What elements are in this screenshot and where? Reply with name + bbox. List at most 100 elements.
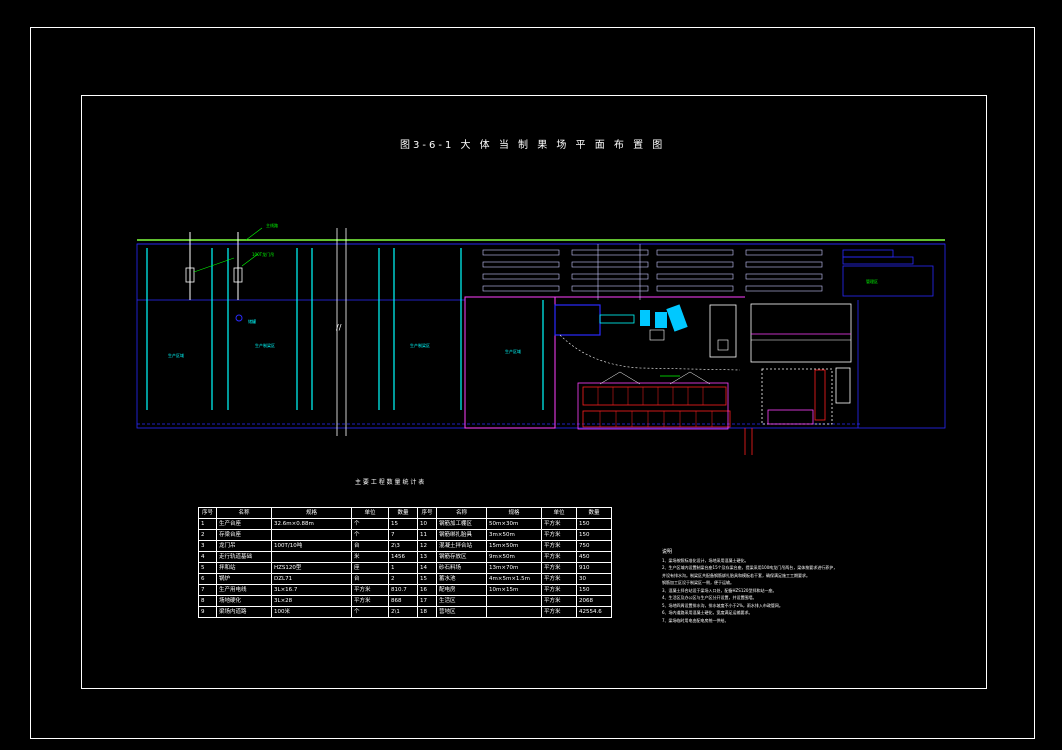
cell: 平方米 [541,595,577,607]
cell: 平方米 [541,584,577,596]
cell: 9 [198,606,217,618]
cell: 18 [417,606,437,618]
cell [486,595,542,607]
cell: 梁场内道路 [216,606,272,618]
office-label: 管理区 [866,278,878,284]
cell: 走行轨道基础 [216,551,272,563]
note-line: 2、生产区域内设置制梁台座15个及存梁台座，提梁采用100吨龙门吊两台，梁体按要… [662,565,838,570]
road-label: 主线路 [266,222,278,228]
notes-block: 说明 1、梁场按照标准化设计，场地采用混凝土硬化。 2、生产区域内设置制梁台座1… [662,549,837,624]
cell: 2\3 [388,540,418,552]
cell: 砂石料场 [436,562,487,574]
cell: 场地硬化 [216,595,272,607]
cell: 12 [417,540,437,552]
zone1-label: 生产区域 [168,352,184,358]
cell: 3L×16.7 [271,584,352,596]
cell: HZS120型 [271,562,352,574]
mixing-plant [599,304,688,341]
header-cell: 数量 [576,507,612,519]
cell: 2068 [576,595,612,607]
notes-heading: 说明 [662,549,673,555]
cell: 42554.6 [576,606,612,618]
zone2-label: 生产制梁区 [255,342,275,348]
cell: 米 [351,551,389,563]
cell: 平方米 [541,551,577,563]
cell: 平方米 [541,606,577,618]
cell: 450 [576,551,612,563]
cell: 平方米 [351,584,389,596]
note-line: 5、场地四周设置排水沟，排水坡度不小于2%，雨水排入市政管网。 [662,602,783,608]
cell: 15 [388,518,418,530]
cell: 3 [198,540,217,552]
cell: 座 [351,562,389,574]
zone4-label: 生产区域 [505,348,521,354]
header-cell: 单位 [351,507,389,519]
cell: 5 [198,562,217,574]
cell: 750 [576,540,612,552]
note-line: 并设有排水沟。制梁区共配备钢筋绑扎胎具和模板若干套，确保满足施工工期要求。 [662,572,810,578]
cell: 30 [576,573,612,585]
table-header-row: 序号 名称 规格 单位 数量 序号 名称 规格 单位 数量 [198,507,612,519]
cell: 11 [417,529,437,541]
cell: 15 [417,573,437,585]
cell: 个 [351,518,389,530]
cell: 8 [198,595,217,607]
cell: 1456 [388,551,418,563]
cell: 龙门吊 [216,540,272,552]
cell: 台 [351,540,389,552]
header-cell: 数量 [388,507,418,519]
station-label: 100T龙门吊 [252,251,274,257]
cell: 2\1 [388,606,418,618]
cell: 150 [576,529,612,541]
cell: 配电房 [436,584,487,596]
cell: 910 [576,562,612,574]
sand-yard [709,304,737,358]
cell: 9m×50m [486,551,542,563]
cell: 100米 [271,606,352,618]
cell: 生产台座 [216,518,272,530]
header-cell: 单位 [541,507,577,519]
steel-storage-racks [482,244,823,300]
drawing-title: 图3-6-1 大 体 当 制 果 场 平 面 布 置 图 [400,140,666,151]
cell: 4 [198,551,217,563]
cell: 150 [576,584,612,596]
cell: 7 [388,529,418,541]
power-room-compound [761,367,851,425]
cell [271,529,352,541]
cell: 生活区 [436,595,487,607]
cell: 3m×50m [486,529,542,541]
gantry-crane-1 [185,232,195,300]
cell: 1 [198,518,217,530]
cell: 2 [198,529,217,541]
title-block-border [81,95,987,689]
gantry-rails [146,248,544,410]
cell: 868 [388,595,418,607]
cell: 14 [417,562,437,574]
header-cell: 规格 [271,507,352,519]
cell: 50m×30m [486,518,542,530]
cell: 7 [198,584,217,596]
header-cell: 序号 [198,507,217,519]
cell: 存梁台座 [216,529,272,541]
cell: 13 [417,551,437,563]
cell: 平方米 [541,518,577,530]
cell: 拌和站 [216,562,272,574]
cell: DZL71 [271,573,352,585]
note-line: 3、混凝土拌合站设于梁场入口处，配备HZS120型拌和站一座。 [662,587,777,593]
cell: 16 [417,584,437,596]
living-area [750,303,852,363]
cell: 17 [417,595,437,607]
cell: 4m×5m×1.5m [486,573,542,585]
header-cell: 序号 [417,507,437,519]
cell: 100T/10吨 [271,540,352,552]
zone3-label: 生产制梁区 [410,342,430,348]
